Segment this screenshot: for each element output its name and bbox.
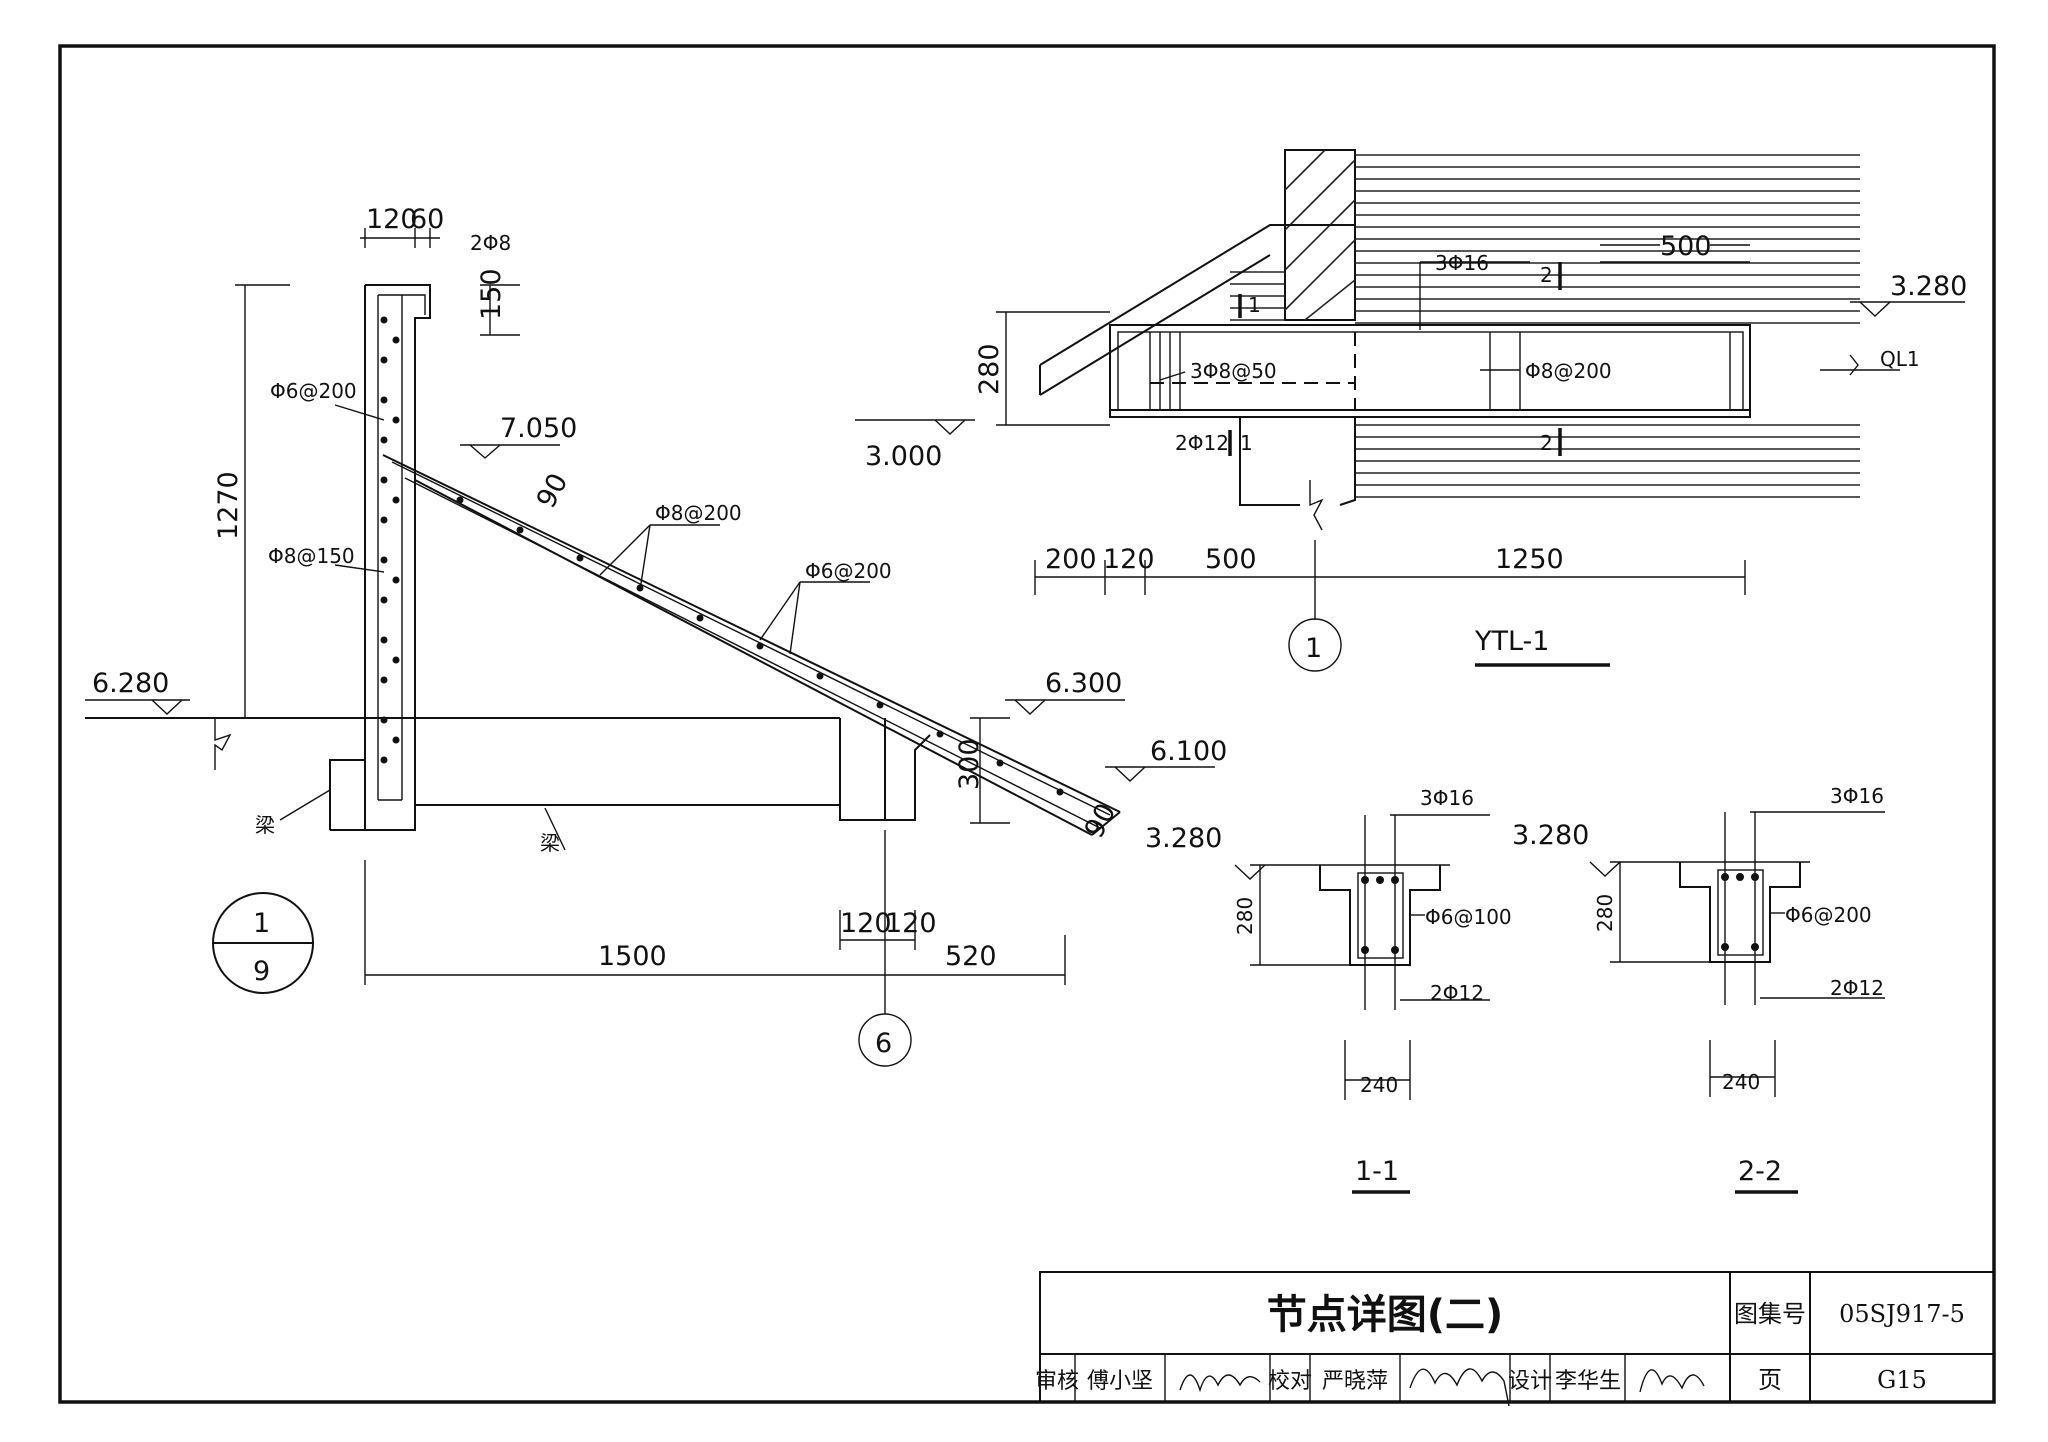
section-2-2: 3.280 3Φ16 Φ6@200 2Φ12 280 240 2-2 — [1512, 784, 1885, 1194]
beam-label-a: 梁 — [255, 813, 275, 837]
page-label: 页 — [1758, 1366, 1782, 1394]
ytl-dense-stirrup-label: 3Φ8@50 — [1190, 359, 1277, 383]
drawing-title: 节点详图(二) — [1267, 1292, 1504, 1338]
review-name: 傅小坚 — [1087, 1369, 1153, 1394]
sec22-width: 240 — [1722, 1070, 1760, 1094]
sheet-frame — [58, 44, 1996, 1404]
design-label: 设计 — [1508, 1369, 1552, 1394]
axis-1-label: 1 — [1305, 633, 1322, 664]
slope-bar2-label: Φ6@200 — [805, 559, 892, 583]
ytl-dim-200: 200 — [1045, 544, 1097, 575]
detail-ref-sheet: 9 — [253, 956, 270, 987]
ytl-dim-120: 120 — [1103, 544, 1155, 575]
dim-120-left: 120 — [840, 908, 892, 939]
sec11-title: 1-1 — [1355, 1156, 1399, 1187]
review-label: 审核 — [1035, 1369, 1079, 1394]
dim-90-end: 90 — [1079, 798, 1123, 843]
dim-60-top: 60 — [410, 204, 444, 235]
sec11-elev: 3.280 — [1145, 823, 1222, 854]
elev-6300: 6.300 — [1045, 668, 1122, 699]
sec22-stirrup: Φ6@200 — [1785, 903, 1872, 927]
ytl-section-2-top: 2 — [1540, 263, 1553, 287]
slope-bar1-label: Φ8@200 — [655, 501, 742, 525]
detail-ref-number: 1 — [253, 908, 270, 939]
dim-520: 520 — [945, 941, 997, 972]
page-no: G15 — [1877, 1366, 1927, 1394]
wall-stirrup-label: Φ6@200 — [270, 379, 357, 403]
sec22-title: 2-2 — [1738, 1156, 1782, 1187]
ytl-bottom-bar-label: 2Φ12 — [1175, 431, 1229, 455]
ytl-stirrup-label: Φ8@200 — [1525, 359, 1612, 383]
dim-1270: 1270 — [213, 471, 244, 540]
ytl1-elevation-detail: 3Φ16 2 1 500 3.280 3Φ8@50 Φ8@200 QL1 280… — [855, 149, 1967, 672]
ytl-ql1-label: QL1 — [1880, 347, 1920, 371]
title-block: 节点详图(二) 图集号 05SJ917-5 页 G15 审核 傅小坚 校对 严晓… — [1035, 1271, 1995, 1407]
dim-300: 300 — [954, 738, 985, 790]
sec11-width: 240 — [1360, 1073, 1398, 1097]
elev-6100: 6.100 — [1150, 736, 1227, 767]
elev-6280: 6.280 — [92, 668, 169, 699]
ytl-dim-500-top: 500 — [1660, 231, 1712, 262]
sec22-bottom-bar: 2Φ12 — [1830, 976, 1884, 1000]
sec11-bottom-bar: 2Φ12 — [1430, 981, 1484, 1005]
elev-7050: 7.050 — [500, 413, 577, 444]
ytl-top-bar-label: 3Φ16 — [1435, 251, 1489, 275]
sec22-height: 280 — [1593, 894, 1617, 932]
ytl-title: YTL-1 — [1474, 626, 1549, 657]
dim-150: 150 — [476, 268, 507, 320]
ytl-section-1-bottom: 1 — [1240, 431, 1253, 455]
wall-bar-label: Φ8@150 — [268, 544, 355, 568]
dim-120-right: 120 — [885, 908, 937, 939]
sec11-stirrup: Φ6@100 — [1425, 905, 1512, 929]
design-name: 李华生 — [1555, 1369, 1621, 1394]
ytl-dim-500: 500 — [1205, 544, 1257, 575]
sec22-elev: 3.280 — [1512, 820, 1589, 851]
ytl-section-1-top: 1 — [1248, 293, 1261, 317]
ytl-dim-280: 280 — [974, 343, 1005, 395]
elev-3000: 3.000 — [865, 441, 942, 472]
canopy-section-detail: 120 60 2Φ8 150 Φ6@200 1270 Φ8@150 7.050 … — [85, 204, 1227, 1067]
axis-6-label: 6 — [875, 1028, 892, 1059]
atlas-no-label: 图集号 — [1734, 1300, 1806, 1328]
dim-1500: 1500 — [598, 941, 667, 972]
atlas-no: 05SJ917-5 — [1839, 1300, 1965, 1328]
beam-label-b: 梁 — [540, 831, 560, 855]
ytl-section-2-bottom: 2 — [1540, 431, 1553, 455]
dim-120-top: 120 — [366, 204, 418, 235]
section-1-1: 3.280 3Φ16 Φ6@100 2Φ12 280 240 1-1 — [1145, 786, 1512, 1194]
sec11-top-bar: 3Φ16 — [1420, 786, 1474, 810]
sec11-height: 280 — [1233, 897, 1257, 935]
elev-3280-ytl: 3.280 — [1890, 271, 1967, 302]
bar-2phi8-label: 2Φ8 — [470, 231, 511, 255]
dim-90-slab: 90 — [531, 468, 575, 513]
ytl-dim-1250: 1250 — [1495, 544, 1564, 575]
check-label: 校对 — [1268, 1369, 1312, 1394]
check-name: 严晓萍 — [1322, 1369, 1388, 1394]
sec22-top-bar: 3Φ16 — [1830, 784, 1884, 808]
